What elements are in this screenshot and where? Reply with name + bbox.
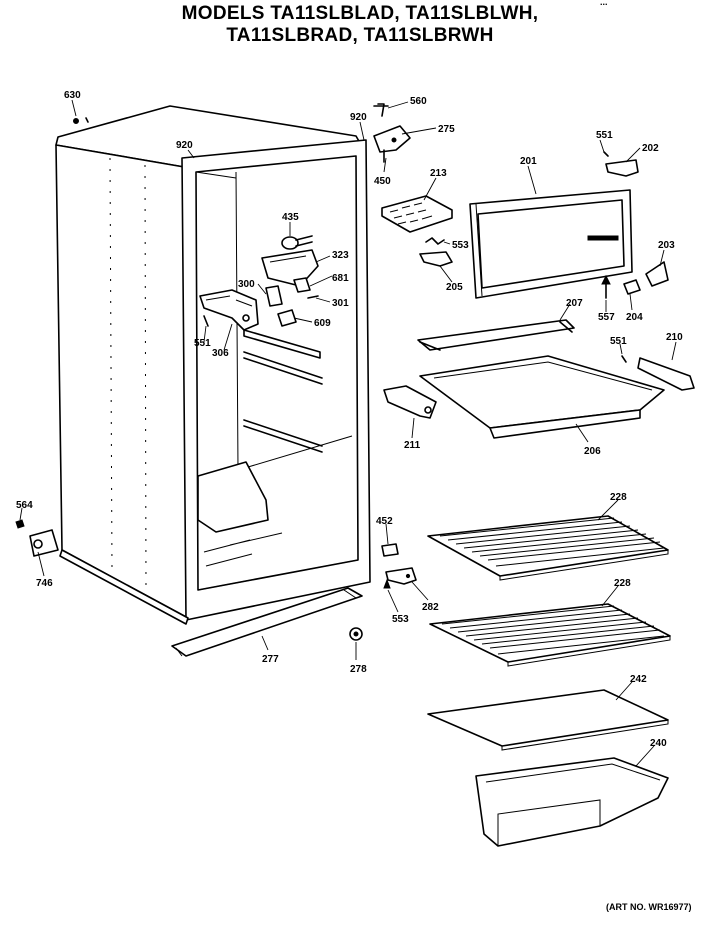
art-number: (ART NO. WR16977) <box>606 902 692 912</box>
callout-labels: 630 920 920 560 275 450 551 202 201 213 … <box>16 90 683 749</box>
callout-201: 201 <box>520 156 537 167</box>
callout-213: 213 <box>430 168 447 179</box>
callout-564: 564 <box>16 500 33 511</box>
bracket-203 <box>645 261 669 287</box>
corner-mark: ... <box>600 0 608 7</box>
callout-277: 277 <box>262 654 279 665</box>
knob <box>293 277 311 293</box>
callout-275: 275 <box>438 124 455 135</box>
diagram-title-line-1: MODELS TA11SLBLAD, TA11SLBLWH, <box>181 3 539 24</box>
control-housing <box>261 249 319 287</box>
freezer-door <box>469 189 633 299</box>
callout-242: 242 <box>630 674 647 685</box>
callout-551-right: 551 <box>610 336 627 347</box>
callout-207: 207 <box>566 298 583 309</box>
bracket-452 <box>381 543 399 557</box>
hinge-top <box>373 103 411 163</box>
callout-204: 204 <box>626 312 643 323</box>
ice-tray <box>381 195 453 233</box>
callout-206: 206 <box>584 446 601 457</box>
callout-553-lower: 553 <box>392 614 409 625</box>
callout-553-upper: 553 <box>452 240 469 251</box>
roller-278 <box>349 627 363 641</box>
crisper-cover <box>427 689 669 751</box>
callout-210: 210 <box>666 332 683 343</box>
callout-435: 435 <box>282 212 299 223</box>
callout-609: 609 <box>314 318 331 329</box>
wire-shelf-lower <box>429 603 671 667</box>
thermostat <box>265 285 283 307</box>
tray-rail-210 <box>621 355 695 391</box>
chiller-tray-206 <box>419 355 665 439</box>
screw-301 <box>307 295 319 299</box>
tray-rail-211 <box>383 385 437 419</box>
light-socket <box>281 235 313 250</box>
hinge-282 <box>385 567 417 585</box>
callout-560: 560 <box>410 96 427 107</box>
callout-202: 202 <box>642 143 659 154</box>
stop-557-and-bracket-204 <box>601 274 641 299</box>
hinge-bracket-202 <box>603 151 639 177</box>
callout-551-left: 551 <box>194 338 211 349</box>
crisper-drawer <box>475 757 669 847</box>
wire-shelf-upper <box>427 515 669 581</box>
control-bracket <box>199 289 259 331</box>
clip-609 <box>277 309 297 327</box>
leveling-leg <box>15 519 59 557</box>
callout-557: 557 <box>598 312 615 323</box>
callout-450: 450 <box>374 176 391 187</box>
tray-cover-207 <box>417 319 575 351</box>
base-grille <box>171 587 363 657</box>
callout-323: 323 <box>332 250 349 261</box>
callout-306: 306 <box>212 348 229 359</box>
callout-228-lower: 228 <box>614 578 631 589</box>
callout-240: 240 <box>650 738 667 749</box>
screw-553-lower <box>383 578 391 589</box>
callout-282: 282 <box>422 602 439 613</box>
callout-278: 278 <box>350 664 367 675</box>
callout-211: 211 <box>404 440 421 451</box>
screw-551-left <box>203 315 209 327</box>
diagram-title-line-2: TA11SLBRAD, TA11SLBRWH <box>226 25 494 46</box>
callout-551-top: 551 <box>596 130 613 141</box>
callout-746: 746 <box>36 578 53 589</box>
plug-630 <box>73 117 89 124</box>
leader-lines <box>19 99 677 767</box>
callout-203: 203 <box>658 240 675 251</box>
door-spring-and-latch <box>419 237 453 267</box>
cabinet-shell <box>55 105 371 625</box>
callout-630: 630 <box>64 90 81 101</box>
callout-452: 452 <box>376 516 393 527</box>
callout-681: 681 <box>332 273 349 284</box>
callout-920-b: 920 <box>350 112 367 123</box>
callout-920-a: 920 <box>176 140 193 151</box>
callout-301: 301 <box>332 298 349 309</box>
callout-300: 300 <box>238 279 255 290</box>
callout-205: 205 <box>446 282 463 293</box>
callout-228-upper: 228 <box>610 492 627 503</box>
